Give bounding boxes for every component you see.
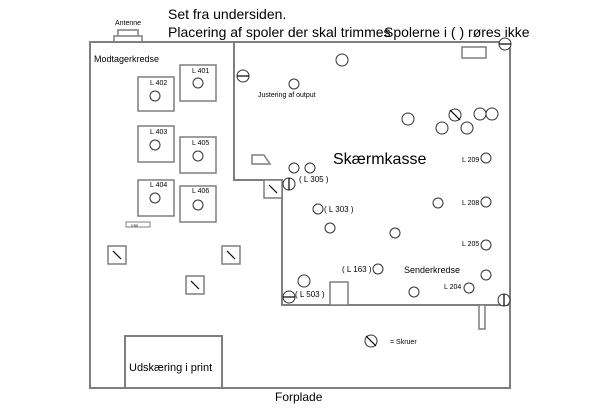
trimmer-2[interactable] <box>221 245 241 265</box>
hole <box>473 107 487 121</box>
hole <box>324 222 336 234</box>
post <box>478 304 486 330</box>
antenna-label: Antenne <box>115 20 141 27</box>
hole <box>460 121 474 135</box>
receiver-section-label: Modtagerkredse <box>94 54 159 64</box>
tab-component <box>251 154 272 165</box>
trimmer-4[interactable] <box>263 179 283 199</box>
trim-coil[interactable] <box>149 90 161 102</box>
trim-coil[interactable] <box>149 139 161 151</box>
fixed-coil-label: ( L 163 ) <box>342 265 372 274</box>
shield-notch <box>329 281 349 306</box>
screw-icon <box>282 290 296 304</box>
fixed-coil-label: ( L 305 ) <box>299 175 329 184</box>
screw-icon <box>282 177 296 191</box>
hole <box>401 112 415 126</box>
trim-coil[interactable] <box>480 239 492 251</box>
coil-label: L 404 <box>150 182 167 189</box>
title-line2: Placering af spoler der skal trimmes <box>168 24 391 40</box>
fixed-coil-label: ( L 303 ) <box>324 205 354 214</box>
front-panel-label: Forplade <box>275 390 323 404</box>
cutout-label: Udskæring i print <box>129 362 212 374</box>
coil-l406: L 406 <box>179 185 217 223</box>
transmitter-coil-label: L 205 <box>462 241 479 248</box>
coil-label: L 406 <box>192 188 209 195</box>
title-note: Spolerne i ( ) røres ikke <box>384 24 530 40</box>
coil-label: L 403 <box>150 129 167 136</box>
trimmer-3[interactable] <box>185 275 205 295</box>
hole <box>432 197 444 209</box>
shield-box-outline <box>233 42 510 306</box>
coil-l402: L 402 <box>137 76 175 112</box>
hole <box>485 107 499 121</box>
screw-icon <box>448 108 462 122</box>
trim-coil[interactable] <box>480 152 492 164</box>
coil-label: L 401 <box>192 68 209 75</box>
title-line1: Set fra undersiden. <box>168 6 286 22</box>
hole <box>408 286 420 298</box>
output-adjust-coil[interactable] <box>288 78 300 90</box>
fixed-coil-label: ( L 503 ) <box>295 290 325 299</box>
transmitter-coil-label: L 204 <box>444 284 461 291</box>
output-adjust-label: Justering af output <box>258 92 316 99</box>
coil-l404: L 404 <box>137 179 175 217</box>
legend-screw-icon <box>364 334 378 348</box>
coil-label: L 402 <box>150 80 167 87</box>
hole <box>389 227 401 239</box>
screw-icon <box>497 293 511 307</box>
transmitter-coil-label: L 208 <box>462 200 479 207</box>
trim-coil[interactable] <box>192 199 204 211</box>
hole <box>288 162 300 174</box>
antenna-connector <box>113 29 143 42</box>
coil-label: L 405 <box>192 140 209 147</box>
hole <box>335 53 349 67</box>
hole <box>304 162 316 174</box>
trim-coil[interactable] <box>463 282 475 294</box>
screw-icon <box>498 37 512 51</box>
trim-coil[interactable] <box>192 150 204 162</box>
fixed-coil <box>312 203 324 215</box>
legend-label: = Skruer <box>390 339 417 346</box>
coil-l403: L 403 <box>137 125 175 163</box>
board-outline <box>89 41 511 389</box>
trim-coil[interactable] <box>149 192 161 204</box>
connector-block <box>461 46 487 59</box>
screw-icon <box>236 69 250 83</box>
trimmer-1[interactable] <box>107 245 127 265</box>
hole <box>480 269 492 281</box>
fixed-coil <box>372 263 384 275</box>
coil-l401: L 401 <box>179 64 217 102</box>
transmitter-section-label: Senderkredse <box>404 265 460 275</box>
small-component-label: x-tal <box>131 224 138 228</box>
trim-coil[interactable] <box>192 77 204 89</box>
hole <box>435 121 449 135</box>
transmitter-coil-label: L 209 <box>462 157 479 164</box>
shield-box-label: Skærmkasse <box>333 151 426 168</box>
coil-l405: L 405 <box>179 136 217 174</box>
fixed-coil <box>297 274 311 288</box>
trim-coil[interactable] <box>480 196 492 208</box>
cutout-outline <box>124 335 223 388</box>
small-component <box>125 221 151 228</box>
